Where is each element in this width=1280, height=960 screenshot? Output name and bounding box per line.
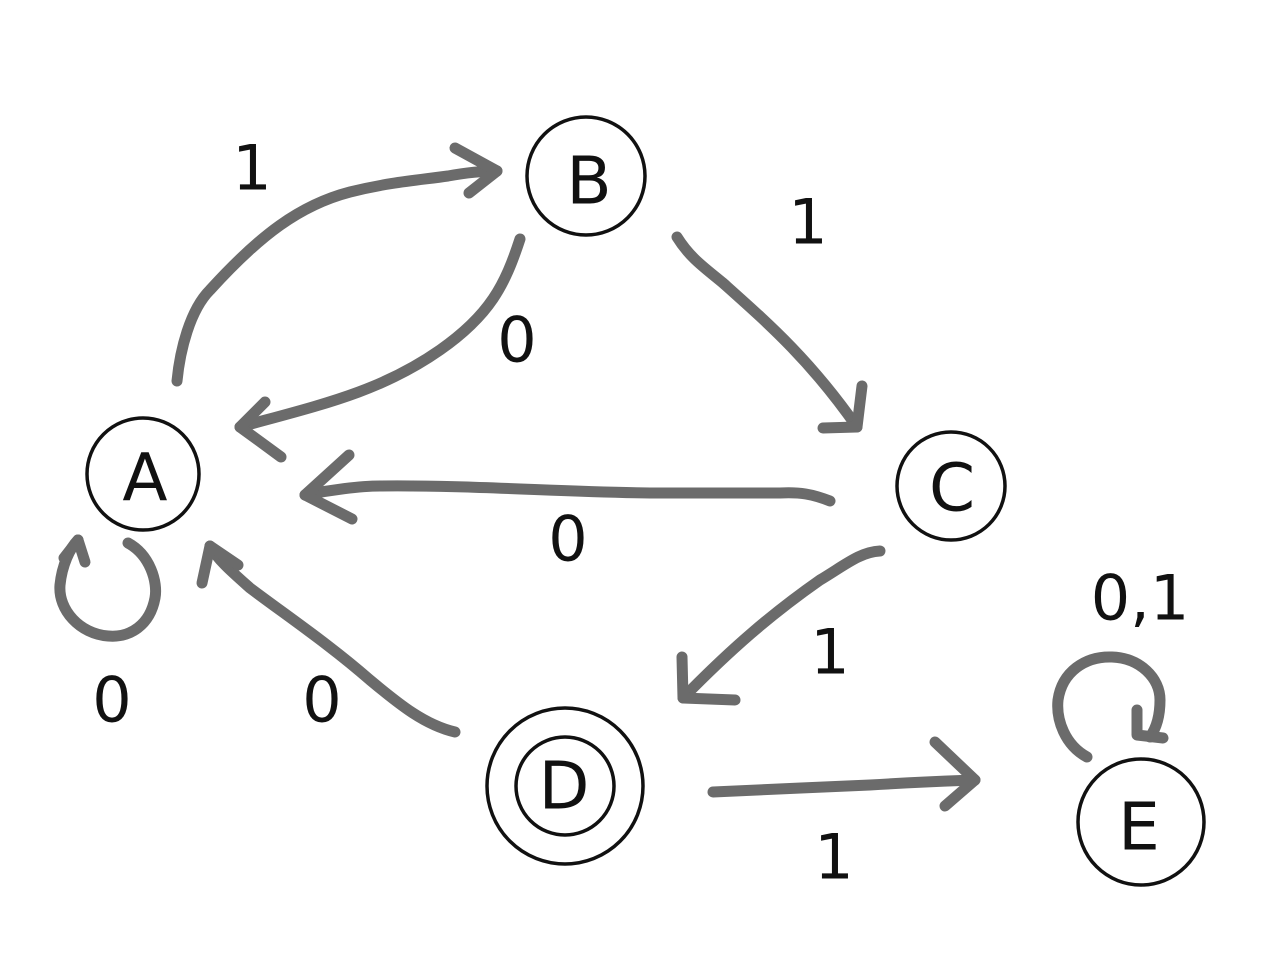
- edge-d-to-e: [707, 736, 981, 812]
- state-e-circle: [1076, 757, 1206, 887]
- state-e: E: [1076, 757, 1206, 887]
- edge-a-self-loop: [54, 534, 162, 642]
- state-d-outer-circle: [485, 706, 645, 866]
- edge-e-self-loop: [1052, 651, 1169, 763]
- edge-label-c-to-a: 0: [548, 503, 587, 576]
- edge-label-c-to-d: 1: [810, 616, 849, 689]
- edge-labels: 1 0 1 0 1 0 0 1 0,1: [92, 132, 1189, 894]
- edge-label-b-to-a: 0: [497, 304, 536, 377]
- state-a-label: A: [122, 440, 167, 517]
- state-d-label: D: [539, 748, 590, 825]
- edge-label-d-to-e: 1: [814, 821, 853, 894]
- state-e-label: E: [1118, 789, 1160, 866]
- state-b: B: [525, 115, 647, 237]
- edge-label-a-to-b: 1: [232, 132, 271, 205]
- state-a-circle: [85, 416, 201, 532]
- edge-label-e-self-loop: 0,1: [1091, 562, 1190, 635]
- state-d: D: [485, 706, 645, 866]
- state-c-label: C: [929, 450, 975, 527]
- state-b-label: B: [566, 143, 611, 220]
- edge-c-to-a: [299, 449, 836, 525]
- state-b-circle: [525, 115, 647, 237]
- edge-d-to-a: [196, 540, 461, 738]
- edges: [54, 142, 1169, 812]
- state-d-inner-circle: [514, 735, 616, 837]
- state-c: C: [895, 430, 1007, 542]
- edge-label-d-to-a: 0: [302, 664, 341, 737]
- edge-a-to-b: [171, 142, 503, 387]
- edge-b-to-c: [671, 231, 868, 434]
- edge-label-a-self-loop: 0: [92, 664, 131, 737]
- edge-label-b-to-c: 1: [788, 186, 827, 259]
- state-c-circle: [895, 430, 1007, 542]
- state-a: A: [85, 416, 201, 532]
- edge-c-to-d: [676, 545, 886, 706]
- edge-b-to-a: [234, 233, 526, 463]
